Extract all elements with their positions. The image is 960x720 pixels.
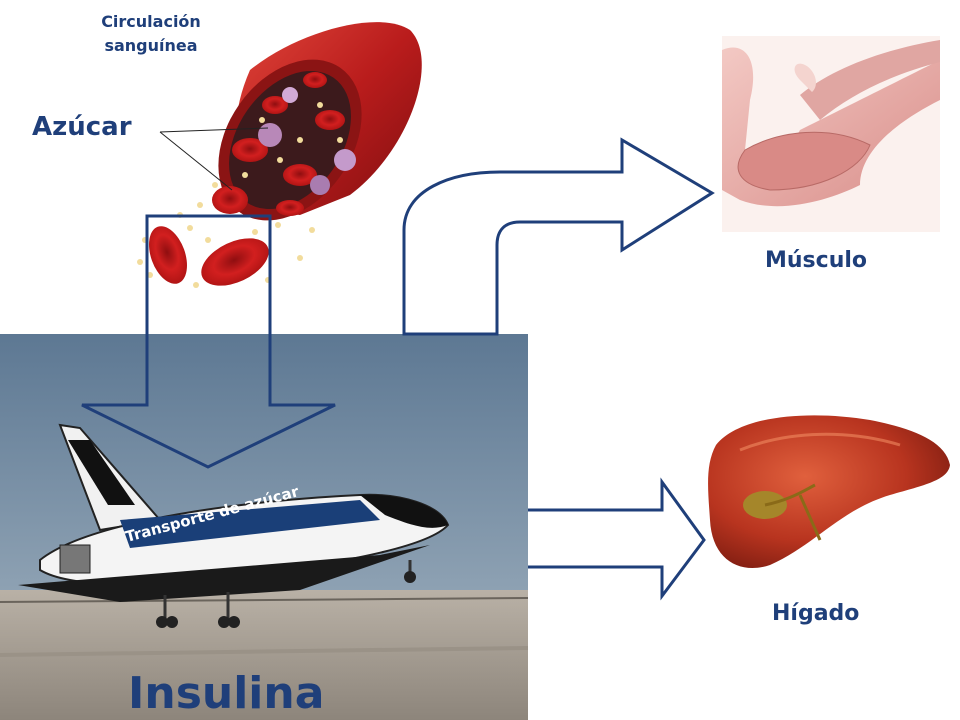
arm-muscle-illustration — [722, 36, 940, 232]
blood-vessel-illustration — [137, 22, 422, 288]
liver-label: Hígado — [772, 601, 860, 626]
sugar-label: Azúcar — [32, 112, 132, 142]
insulin-label: Insulina — [128, 668, 325, 719]
space-shuttle-photo — [0, 334, 529, 720]
arrow-to-muscle — [402, 137, 715, 336]
shuttle-body — [18, 423, 450, 628]
arrow-down-insulin — [81, 214, 336, 469]
liver-illustration — [708, 415, 950, 568]
blood-cells — [149, 72, 356, 286]
arrow-to-liver — [528, 477, 706, 601]
blood-circulation-label: Circulación sanguínea — [101, 12, 201, 55]
muscle-label: Músculo — [765, 248, 868, 273]
